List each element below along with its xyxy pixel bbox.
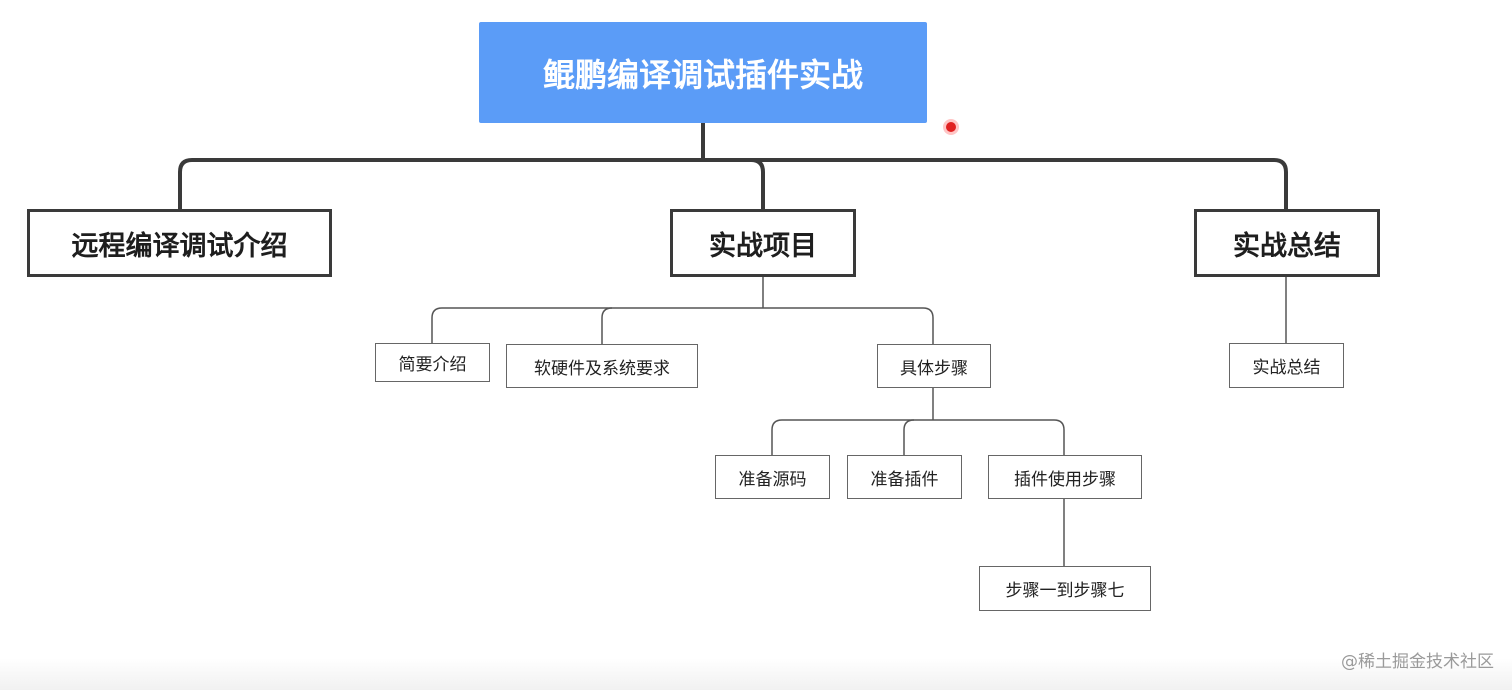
node-summary-child[interactable]: 实战总结 xyxy=(1229,343,1344,388)
connector-root-bus xyxy=(178,158,1288,210)
connector-steps-bus xyxy=(771,419,1065,455)
pointer-cursor xyxy=(946,122,956,132)
connector-steps-to-plugin xyxy=(903,419,915,455)
node-detailed-steps[interactable]: 具体步骤 xyxy=(877,344,991,388)
node-practice-summary[interactable]: 实战总结 xyxy=(1194,209,1380,277)
node-prepare-source[interactable]: 准备源码 xyxy=(715,455,830,499)
root-node[interactable]: 鲲鹏编译调试插件实战 xyxy=(479,22,927,123)
node-practice-project[interactable]: 实战项目 xyxy=(670,209,856,277)
node-remote-debug-intro[interactable]: 远程编译调试介绍 xyxy=(27,209,332,277)
node-plugin-usage-steps[interactable]: 插件使用步骤 xyxy=(988,455,1142,499)
bottom-fade xyxy=(0,658,1512,690)
connector-root-to-project xyxy=(750,158,765,210)
node-prepare-plugin[interactable]: 准备插件 xyxy=(847,455,962,499)
connector-project-to-hardware xyxy=(601,307,613,344)
node-hardware-requirements[interactable]: 软硬件及系统要求 xyxy=(506,344,698,388)
watermark: @稀土掘金技术社区 xyxy=(1341,652,1494,672)
connector-project-bus xyxy=(431,307,934,344)
node-steps-one-to-seven[interactable]: 步骤一到步骤七 xyxy=(979,566,1151,611)
node-brief-intro[interactable]: 简要介绍 xyxy=(375,343,490,382)
